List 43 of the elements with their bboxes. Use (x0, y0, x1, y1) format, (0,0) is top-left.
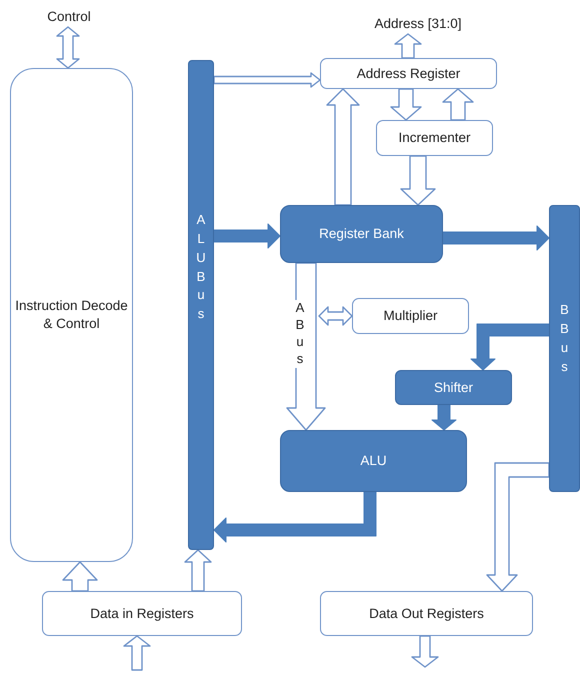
register-box (42, 591, 242, 636)
arrow (213, 72, 321, 88)
arrow (470, 324, 550, 370)
register-box (320, 58, 497, 89)
arrow (184, 549, 212, 592)
control-unit-box (10, 68, 133, 562)
arrow (432, 404, 456, 430)
label-text: Control (47, 8, 91, 26)
node-label: Data Out Registers (369, 604, 484, 622)
node-label: ALU (360, 452, 387, 470)
arrow (411, 635, 439, 668)
arrow (390, 88, 422, 121)
node-label: Address Register (356, 64, 460, 82)
register-bank-box (280, 205, 443, 263)
arrow (318, 306, 353, 326)
alu-box (280, 430, 467, 492)
arrow (486, 462, 550, 592)
arrow (62, 561, 98, 592)
bus-bar (188, 60, 214, 550)
arrow (326, 88, 360, 206)
arrow (400, 155, 436, 206)
node-label: ALU Bus (195, 211, 207, 324)
multiplier-box (352, 298, 469, 334)
shifter-box (395, 370, 512, 405)
arrow (56, 26, 80, 69)
edge-label: A Bus (294, 300, 306, 368)
register-box (320, 591, 533, 636)
incrementer-box (376, 120, 493, 156)
node-label: B Bus (559, 301, 570, 376)
arrow (442, 88, 474, 121)
arrow (214, 492, 376, 542)
bus-bar (549, 205, 580, 492)
node-label: Multiplier (383, 307, 438, 325)
arrow (442, 226, 550, 250)
arrow (394, 33, 422, 59)
node-label: Shifter (434, 378, 474, 396)
arrow (214, 224, 280, 248)
node-label: Incrementer (398, 129, 471, 147)
arrow (123, 635, 151, 671)
node-label: Register Bank (319, 225, 404, 243)
node-label: Data in Registers (90, 604, 194, 622)
node-label: Instruction Decode & Control (14, 297, 129, 333)
label-text: Address [31:0] (374, 15, 462, 33)
